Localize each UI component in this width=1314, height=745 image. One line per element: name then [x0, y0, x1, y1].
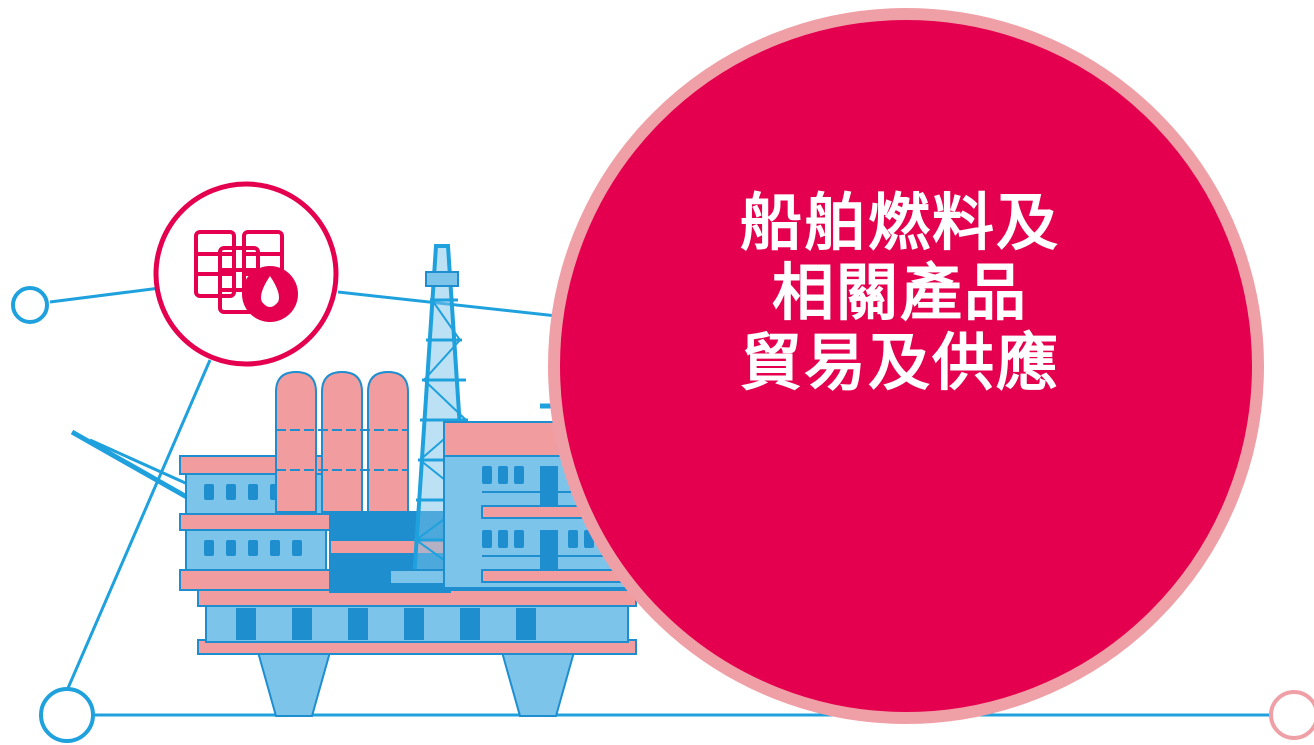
node-circle-left	[11, 286, 49, 324]
node-circle-bottom-left	[39, 687, 95, 743]
headline: 船舶燃料及 相關產品 貿易及供應	[660, 188, 1140, 398]
feature-circle	[548, 8, 1264, 724]
headline-line-1: 船舶燃料及	[739, 186, 1060, 259]
headline-line-3: 貿易及供應	[739, 326, 1060, 399]
oil-barrels-drop-icon	[153, 181, 339, 367]
node-circle-bottom-right	[1269, 690, 1314, 740]
headline-line-2: 相關產品	[771, 256, 1028, 329]
